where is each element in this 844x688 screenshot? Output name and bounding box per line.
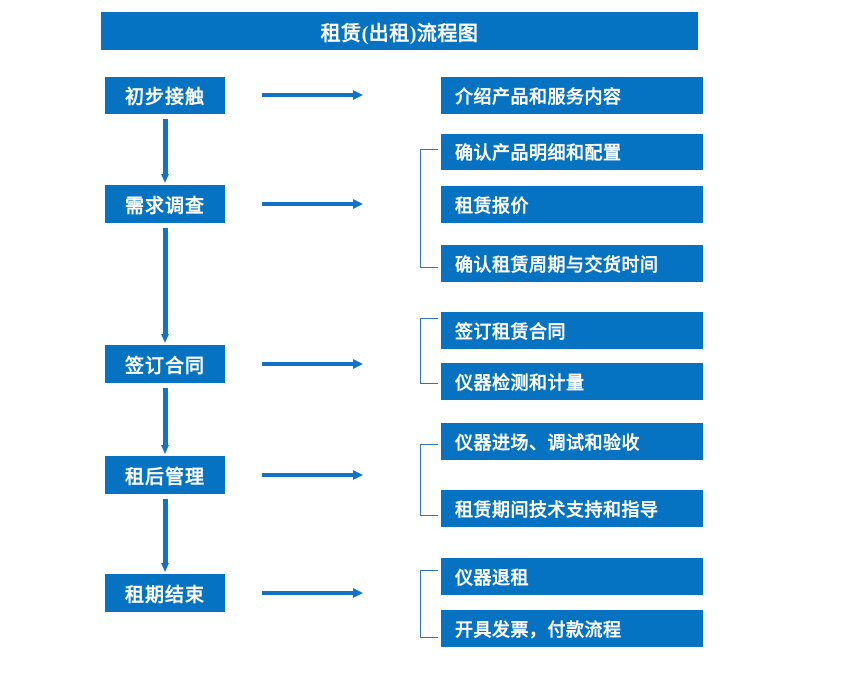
task-box-5[interactable]: 签订租赁合同 (441, 312, 703, 349)
vertical-arrow-3 (161, 388, 170, 454)
stage-box-2[interactable]: 需求调查 (105, 185, 225, 223)
stage-box-4[interactable]: 租后管理 (105, 456, 225, 494)
arrow-shaft (262, 202, 353, 206)
task-box-1[interactable]: 介绍产品和服务内容 (441, 77, 703, 114)
arrow-head-icon (161, 563, 169, 572)
arrow-shaft (262, 591, 353, 595)
arrow-shaft (262, 473, 353, 477)
horizontal-arrow-1 (262, 90, 363, 100)
arrow-shaft (163, 119, 168, 174)
task-box-8[interactable]: 租赁期间技术支持和指导 (441, 490, 703, 527)
arrow-shaft (163, 499, 168, 563)
task-box-10[interactable]: 开具发票，付款流程 (441, 610, 703, 647)
task-box-9[interactable]: 仪器退租 (441, 558, 703, 595)
arrow-shaft (262, 93, 353, 97)
arrow-head-icon (353, 470, 363, 480)
vertical-arrow-1 (161, 119, 170, 183)
horizontal-arrow-3 (262, 359, 363, 369)
vertical-arrow-4 (161, 499, 170, 572)
vertical-arrow-2 (161, 228, 170, 343)
horizontal-arrow-2 (262, 199, 363, 209)
horizontal-arrow-5 (262, 588, 363, 598)
task-box-7[interactable]: 仪器进场、调试和验收 (441, 423, 703, 460)
arrow-shaft (163, 388, 168, 445)
group-bracket-end (420, 570, 438, 638)
group-bracket-contract (420, 318, 438, 384)
stage-box-1[interactable]: 初步接触 (105, 77, 225, 114)
diagram-title: 租赁(出租)流程图 (101, 12, 698, 50)
arrow-head-icon (353, 359, 363, 369)
task-box-3[interactable]: 租赁报价 (441, 186, 703, 223)
horizontal-arrow-4 (262, 470, 363, 480)
arrow-head-icon (353, 199, 363, 209)
arrow-shaft (163, 228, 168, 334)
group-bracket-management (420, 444, 438, 516)
arrow-head-icon (161, 445, 169, 454)
stage-box-5[interactable]: 租期结束 (105, 574, 225, 612)
task-box-2[interactable]: 确认产品明细和配置 (441, 134, 703, 170)
arrow-head-icon (353, 90, 363, 100)
arrow-shaft (262, 362, 353, 366)
stage-box-3[interactable]: 签订合同 (105, 345, 225, 383)
arrow-head-icon (161, 334, 169, 343)
arrow-head-icon (161, 174, 169, 183)
arrow-head-icon (353, 588, 363, 598)
task-box-4[interactable]: 确认租赁周期与交货时间 (441, 245, 703, 282)
task-box-6[interactable]: 仪器检测和计量 (441, 363, 703, 400)
group-bracket-demand (420, 149, 438, 268)
